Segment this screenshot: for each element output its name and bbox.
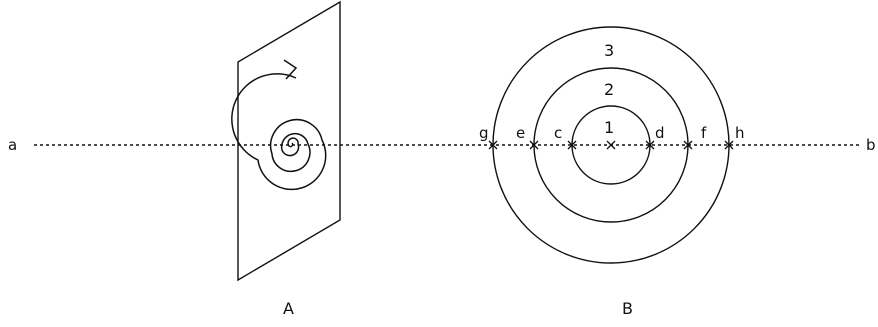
spiral-arrow-icon [283,59,298,80]
spiral-curve [231,73,327,191]
cross-marker-h [724,140,734,150]
point-label-f: f [701,124,707,142]
cross-markers [488,140,734,150]
cross-marker-d [645,140,655,150]
cross-marker-center [606,140,616,150]
panel-b-label: B [622,299,633,318]
tilted-plane [237,0,341,282]
point-label-d: d [655,124,665,142]
panel-b: 1 2 3 g e c d f h B [479,26,745,318]
ring-label-1: 1 [604,118,614,137]
cross-marker-f [683,140,693,150]
point-label-c: c [554,124,562,142]
point-label-h: h [735,124,745,142]
point-label-g: g [479,124,489,142]
cross-marker-g [488,140,498,150]
ring-label-2: 2 [604,80,614,99]
panel-a: A [231,0,341,318]
ring-label-3: 3 [604,41,614,60]
axis-left-label: a [8,136,17,154]
cross-marker-c [567,140,577,150]
cross-marker-e [529,140,539,150]
axis-right-label: b [866,136,876,154]
point-label-e: e [516,124,525,142]
panel-a-label: A [283,299,294,318]
